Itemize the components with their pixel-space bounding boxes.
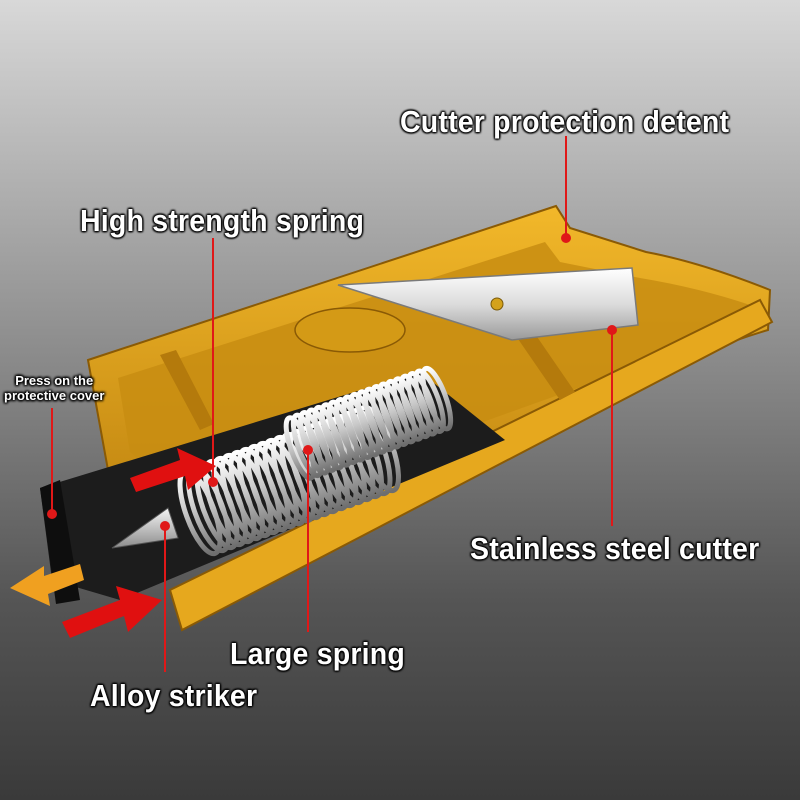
high-strength-spring-coil xyxy=(384,378,418,445)
label-stainless-steel-cutter: Stainless steel cutter xyxy=(470,531,760,566)
arrow-press-lower xyxy=(62,586,162,638)
high-strength-spring-coil xyxy=(334,397,367,463)
high-strength-spring-coil xyxy=(305,407,338,473)
dot-cutter-detent xyxy=(561,233,571,243)
alloy-striker-tip xyxy=(111,507,179,549)
high-strength-spring-coil xyxy=(348,391,382,458)
high-strength-spring-coil xyxy=(377,381,410,447)
label-press-line1: Press on the xyxy=(15,373,94,388)
high-strength-spring-coil xyxy=(319,402,353,468)
leader-lines xyxy=(47,136,617,672)
label-alloy-striker: Alloy striker xyxy=(90,678,258,713)
label-press-protective-cover: Press on the protective cover xyxy=(4,373,104,403)
dot-stainless-cutter xyxy=(607,325,617,335)
high-strength-spring-graphic xyxy=(283,365,454,481)
dot-press-cover xyxy=(47,509,57,519)
high-strength-spring-coil xyxy=(391,376,425,442)
high-strength-spring-coil xyxy=(420,365,454,432)
arrow-eject xyxy=(10,564,84,606)
high-strength-spring-coil xyxy=(341,394,374,460)
housing-divider-left xyxy=(160,350,214,430)
blade-rivet xyxy=(490,297,504,311)
high-strength-spring-coil xyxy=(355,389,389,455)
blade-shape xyxy=(337,267,639,341)
high-strength-spring-coil xyxy=(290,412,324,479)
high-strength-spring-coil xyxy=(370,384,403,450)
high-strength-spring-coil xyxy=(312,404,346,471)
label-press-line2: protective cover xyxy=(4,388,105,403)
high-strength-spring-coil xyxy=(406,371,439,437)
arrow-press-upper xyxy=(130,448,216,492)
high-strength-spring-coil xyxy=(413,368,446,434)
high-strength-spring-coil xyxy=(362,386,396,453)
dot-high-strength-spring xyxy=(208,477,218,487)
housing-round-boss xyxy=(294,307,406,353)
label-large-spring: Large spring xyxy=(230,636,405,671)
label-high-strength-spring: High strength spring xyxy=(80,203,365,238)
high-strength-spring-coil xyxy=(398,373,432,440)
label-cutter-protection-detent: Cutter protection detent xyxy=(400,104,730,139)
dot-large-spring xyxy=(303,445,313,455)
stainless-blade xyxy=(337,267,639,341)
dot-alloy-striker xyxy=(160,521,170,531)
high-strength-spring-coil xyxy=(326,399,360,466)
high-strength-spring-coil xyxy=(283,415,317,481)
